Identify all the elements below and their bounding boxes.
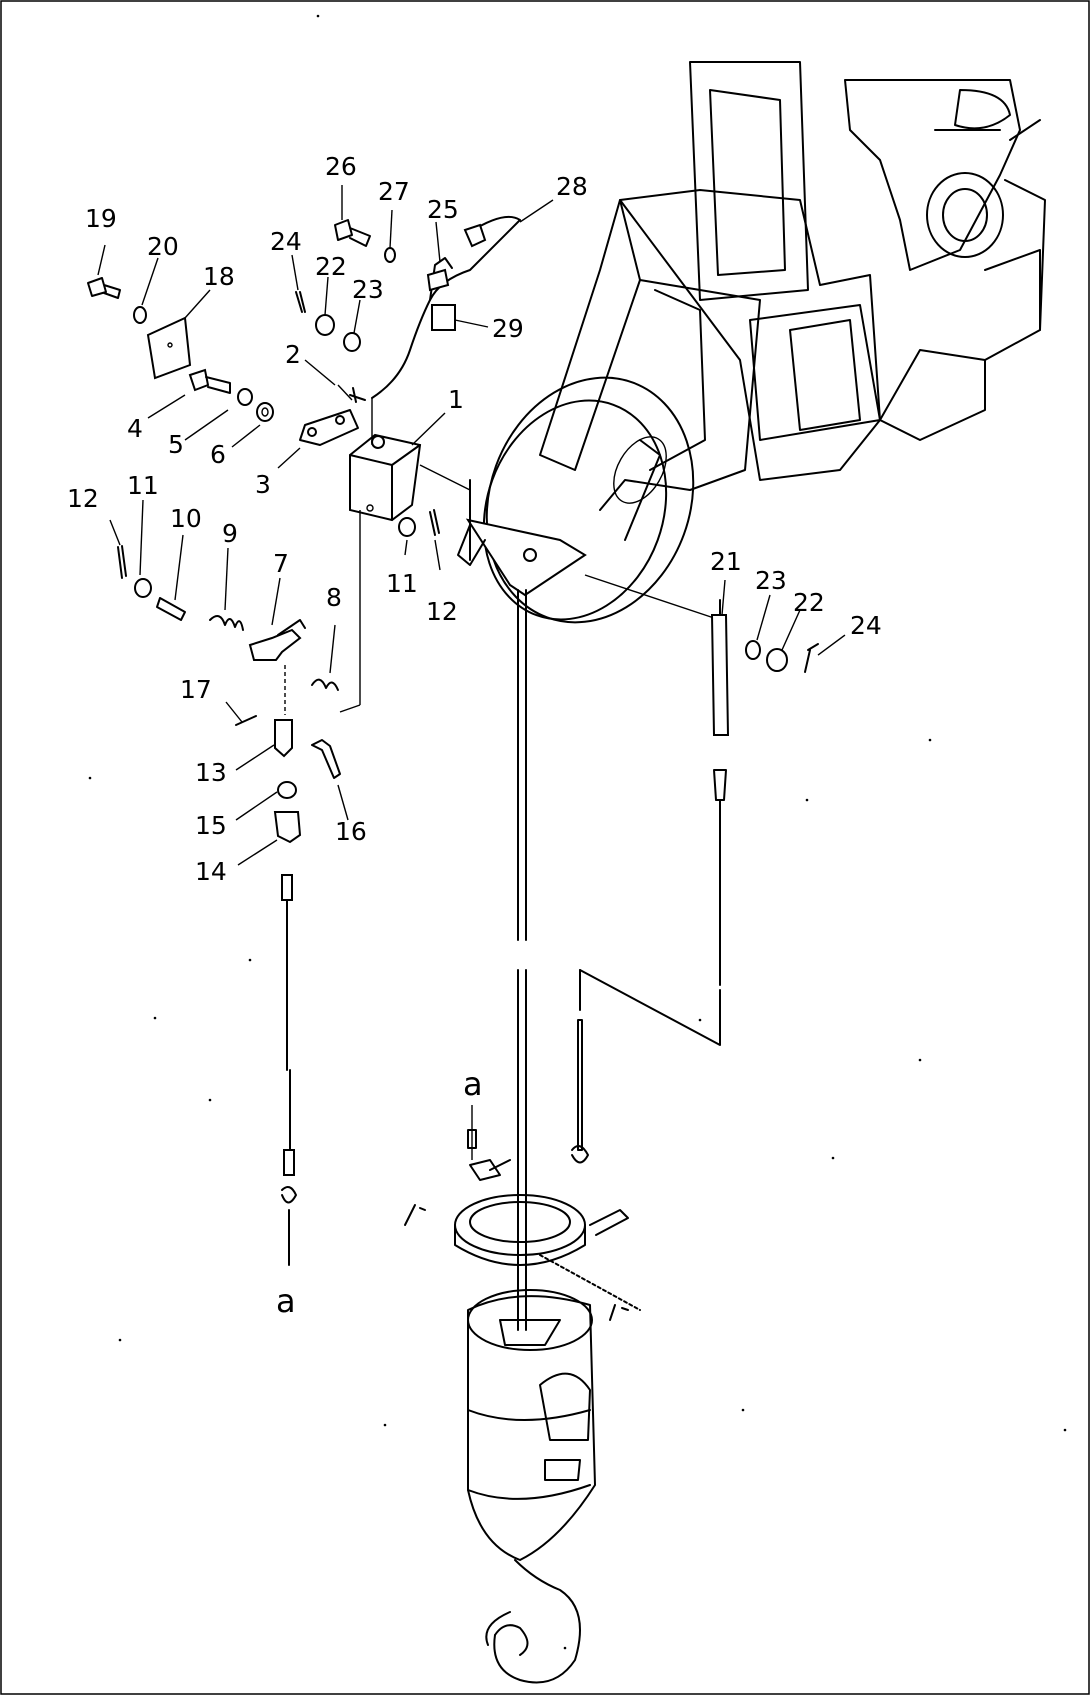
rod-21 <box>710 599 730 986</box>
cotter-24-right <box>804 643 819 673</box>
washer-11-right <box>398 517 416 537</box>
callout-22b: 22 <box>793 588 825 617</box>
callout-21: 21 <box>710 547 742 576</box>
washer-6 <box>256 402 274 422</box>
scan-dots <box>88 14 1067 1650</box>
callout-10: 10 <box>170 504 202 533</box>
callout-15: 15 <box>195 811 227 840</box>
connection-a-top: a <box>463 1065 483 1103</box>
clevis-13 <box>274 719 293 758</box>
limit-switch-body <box>339 398 422 713</box>
cotter-12-right <box>429 509 440 536</box>
lever-assembly <box>299 384 366 446</box>
callout-24a: 24 <box>270 227 302 256</box>
cotter-24-left <box>295 291 306 313</box>
wire-harness <box>371 216 521 399</box>
nut-22-right <box>766 648 788 672</box>
callout-4: 4 <box>127 414 143 443</box>
callout-12a: 12 <box>67 484 99 513</box>
pin-10 <box>156 597 186 621</box>
callout-2: 2 <box>285 340 301 369</box>
pin-17 <box>235 715 257 726</box>
washer-11-left <box>134 578 152 598</box>
callout-28: 28 <box>556 172 588 201</box>
callout-27: 27 <box>378 177 410 206</box>
bolt-26 <box>334 219 371 247</box>
anti-two-block-weight <box>404 1159 641 1321</box>
washer-27 <box>384 247 396 263</box>
callout-24b: 24 <box>850 611 882 640</box>
callout-19: 19 <box>85 204 117 233</box>
callout-1: 1 <box>448 385 464 414</box>
callout-13: 13 <box>195 758 227 787</box>
lever-7 <box>248 628 302 661</box>
callout-25: 25 <box>427 195 459 224</box>
spring-9 <box>209 615 244 631</box>
callout-3: 3 <box>255 470 271 499</box>
boom-head <box>539 61 1046 511</box>
bolt-19 <box>87 277 121 299</box>
plate-18 <box>146 316 192 380</box>
hook-link-bracket <box>579 969 721 1046</box>
callout-8: 8 <box>326 583 342 612</box>
sheave <box>457 376 695 624</box>
spring-8 <box>311 678 339 691</box>
callout-12b: 12 <box>426 597 458 626</box>
callout-20: 20 <box>147 232 179 261</box>
callout-29: 29 <box>492 314 524 343</box>
hook-block <box>467 1289 596 1684</box>
washer-20 <box>133 306 147 324</box>
callout-16: 16 <box>335 817 367 846</box>
callout-23a: 23 <box>352 275 384 304</box>
callout-11b: 11 <box>386 569 418 598</box>
callout-7: 7 <box>273 549 289 578</box>
connection-a-bottom: a <box>276 1282 296 1320</box>
callout-17: 17 <box>180 675 212 704</box>
wire-rope-left <box>281 874 297 1266</box>
washer-23-right <box>745 640 761 660</box>
callout-6: 6 <box>210 440 226 469</box>
callout-23b: 23 <box>755 566 787 595</box>
callout-14: 14 <box>195 857 227 886</box>
washer-6-inner <box>261 407 269 417</box>
nut-15 <box>277 781 297 799</box>
washer-23-left <box>343 332 361 352</box>
nut-22-left <box>315 314 335 336</box>
callout-9: 9 <box>222 519 238 548</box>
callout-11a: 11 <box>127 471 159 500</box>
washer-5 <box>237 388 253 406</box>
callout-5: 5 <box>168 430 184 459</box>
bolt-4 <box>188 368 231 394</box>
callout-22a: 22 <box>315 252 347 281</box>
connection-marks: a a <box>276 1065 483 1320</box>
callout-26: 26 <box>325 152 357 181</box>
callout-18: 18 <box>203 262 235 291</box>
leader-lines <box>97 185 846 866</box>
socket-14 <box>273 811 302 844</box>
pin-16 <box>311 739 341 779</box>
cotter-12-left <box>117 545 127 579</box>
callout-numbers: 1 2 3 4 5 6 7 8 9 10 11 11 12 12 13 14 1… <box>67 152 882 886</box>
